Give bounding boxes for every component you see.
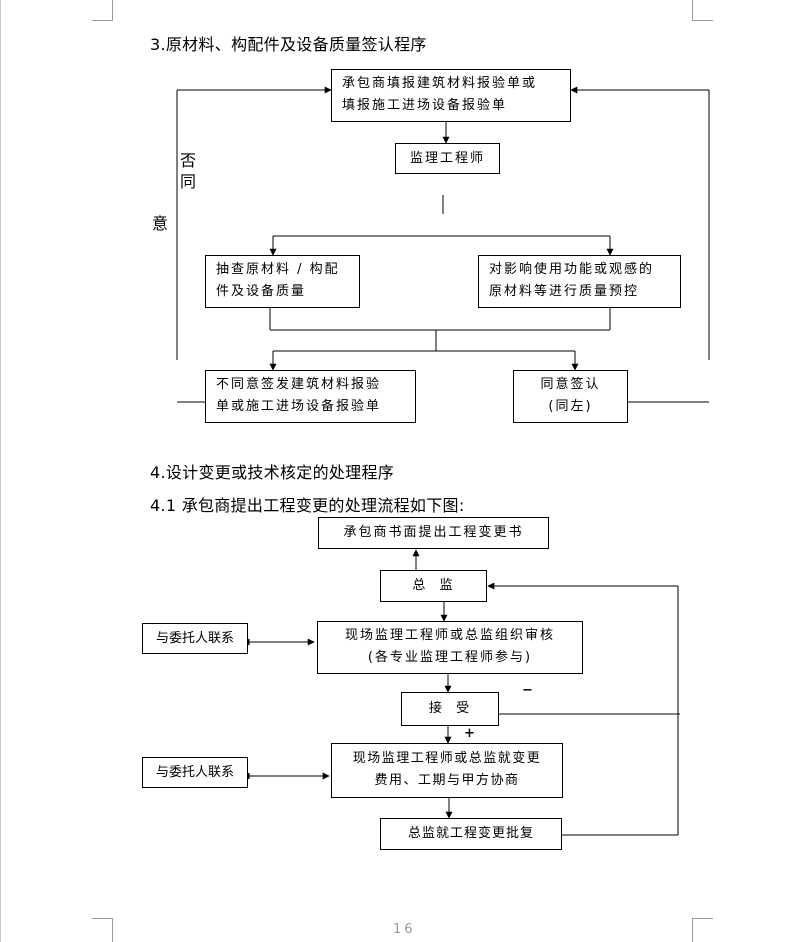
crop-mark-top-left-v [112,0,113,20]
chief-supervisor-label: 总 监 [412,578,455,593]
minus-sign: − [522,683,533,698]
submit-line-1: 承包商填报建筑材料报验单或 [342,76,538,91]
submit-line-2: 填报施工进场设备报验单 [342,98,508,113]
precontrol-line-1: 对影响使用功能或观感的 [489,262,655,277]
approve-line-1: 同意签认 [540,377,601,392]
spot-check-line-2: 件及设备质量 [216,284,307,299]
negotiate-line-1: 现场监理工程师或总监就变更 [352,751,542,766]
contact-client-label-2: 与委托人联系 [155,765,234,780]
page-left-border [0,0,1,942]
written-change-box: 承包商书面提出工程变更书 [318,517,549,549]
contact-client-box-2: 与委托人联系 [142,757,248,788]
negotiate-line-2: 费用、工期与甲方协商 [374,773,520,788]
crop-mark-bottom-right-v [692,918,693,942]
chief-supervisor-box: 总 监 [380,570,487,602]
review-line-1: 现场监理工程师或总监组织审核 [344,628,555,643]
reject-line-2: 单或施工进场设备报验单 [216,399,382,414]
disagree-char-3: 意 [152,214,169,233]
crop-mark-bottom-left-v [112,918,113,942]
review-line-2: (各专业监理工程师参与) [367,650,533,665]
submit-inspection-form-box: 承包商填报建筑材料报验单或 填报施工进场设备报验单 [331,69,571,122]
change-approval-box: 总监就工程变更批复 [380,818,562,850]
disagree-char-2: 同 [180,172,197,191]
reject-line-1: 不同意签发建筑材料报验 [216,377,382,392]
crop-mark-bottom-left-h [92,918,113,919]
supervisor-engineer-label: 监理工程师 [409,151,485,166]
crop-mark-bottom-right-h [692,918,713,919]
section-4-title: 4.设计变更或技术核定的处理程序 [150,463,395,482]
crop-mark-top-right-v [692,0,693,20]
cost-negotiation-box: 现场监理工程师或总监就变更 费用、工期与甲方协商 [331,743,563,798]
quality-precontrol-box: 对影响使用功能或观感的 原材料等进行质量预控 [478,255,681,308]
site-review-box: 现场监理工程师或总监组织审核 (各专业监理工程师参与) [317,621,583,674]
accept-box: 接 受 [401,692,499,726]
precontrol-line-2: 原材料等进行质量预控 [489,284,640,299]
spot-check-box: 抽查原材料 / 构配 件及设备质量 [205,255,360,308]
supervisor-engineer-box: 监理工程师 [395,143,500,174]
crop-mark-top-right-h [692,20,713,21]
plus-sign: + [464,726,475,741]
approve-sign-box: 同意签认 (同左) [513,370,628,423]
section-4-1-title: 4.1 承包商提出工程变更的处理流程如下图: [150,496,465,515]
contact-client-box-1: 与委托人联系 [142,623,248,654]
accept-label: 接 受 [428,701,472,716]
contact-client-label-1: 与委托人联系 [155,631,234,646]
crop-mark-top-left-h [92,20,113,21]
approve-line-2: (同左) [548,399,593,414]
spot-check-line-1: 抽查原材料 / 构配 [216,262,340,277]
disagree-char-1: 否 [180,151,197,170]
change-approval-label: 总监就工程变更批复 [407,826,534,841]
reject-inspection-box: 不同意签发建筑材料报验 单或施工进场设备报验单 [205,370,416,423]
page-number: 16 [393,922,416,937]
written-change-label: 承包商书面提出工程变更书 [343,525,524,540]
section-3-title: 3.原材料、构配件及设备质量签认程序 [150,35,427,54]
